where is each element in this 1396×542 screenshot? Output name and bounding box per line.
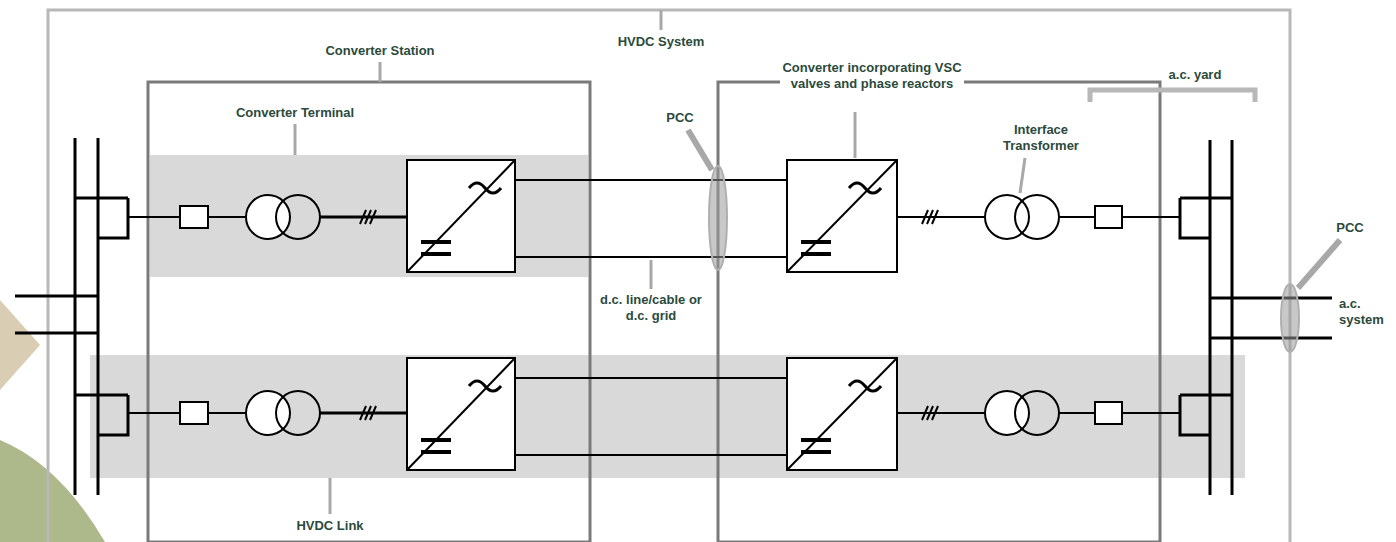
station-outline [148, 82, 590, 542]
link-band [90, 355, 1245, 478]
converter-symbols [407, 160, 897, 470]
system-box: HVDC SystemConverter StationConverter Te… [48, 10, 1290, 542]
pcc-label: PCC [1334, 220, 1365, 236]
box-heading: Converter Terminal [234, 105, 356, 121]
pcc-label: PCC [664, 110, 695, 126]
ac-wiring [128, 195, 1180, 435]
box-heading: Converter Station [323, 43, 436, 59]
link-band: HVDC Link [90, 355, 1245, 478]
yard-label: a.c. yard [1167, 67, 1224, 83]
station-outline [718, 82, 1160, 542]
transformer-label: Interface Transformer [993, 122, 1089, 154]
terminal-band: Converter Terminal [150, 155, 588, 277]
converter-label: Converter incorporating VSC valves and p… [780, 60, 964, 92]
decor-arrow [0, 300, 40, 390]
terminal-band [150, 155, 588, 277]
box-heading: HVDC System [616, 34, 707, 50]
pcc-markers [688, 130, 1340, 352]
system-label: a.c. system [1337, 296, 1393, 328]
leader-lines [295, 10, 1025, 514]
system-outline [48, 10, 1290, 542]
line-label: d.c. line/cable or d.c. grid [594, 292, 708, 324]
station-box: Converter StationConverter Terminal [148, 82, 590, 532]
dc-lines [515, 180, 787, 455]
yard-bracket [1090, 90, 1255, 102]
box-heading: HVDC Link [294, 518, 365, 534]
decor-globe [0, 440, 105, 542]
busbars [15, 138, 1332, 495]
